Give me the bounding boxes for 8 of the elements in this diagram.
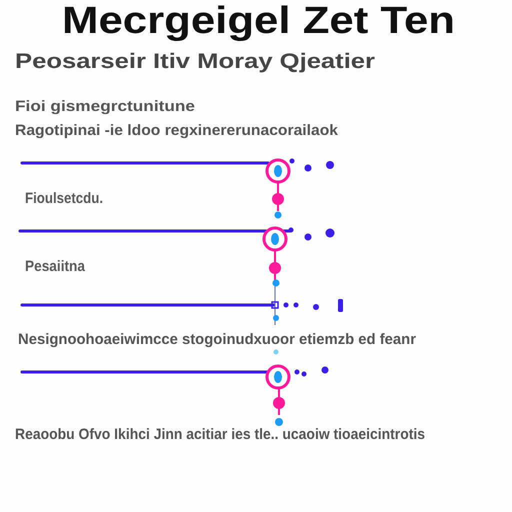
- row-label: Pesaiitna: [25, 259, 85, 276]
- title: Mecrgeigel Zet Ten: [62, 1, 455, 43]
- footer-text: Reaoobu Ofvo Ikihci Jinn acitiar ies tle.. ucaoiw tioaeicintrotis: [15, 427, 425, 444]
- row-label: Fioulsetcdu.: [25, 191, 103, 208]
- description-text: Nesignoohoaeiwimcce stogoinudxuoor etiemzb ed feanr: [18, 332, 416, 348]
- description-text: Ragotipinai -ie ldoo regxinererunacorailaok: [15, 123, 338, 140]
- heading-text: Fioi gismegrctunitune: [15, 99, 195, 116]
- subtitle: Peosarseir Itiv Moray Qjeatier: [15, 50, 375, 74]
